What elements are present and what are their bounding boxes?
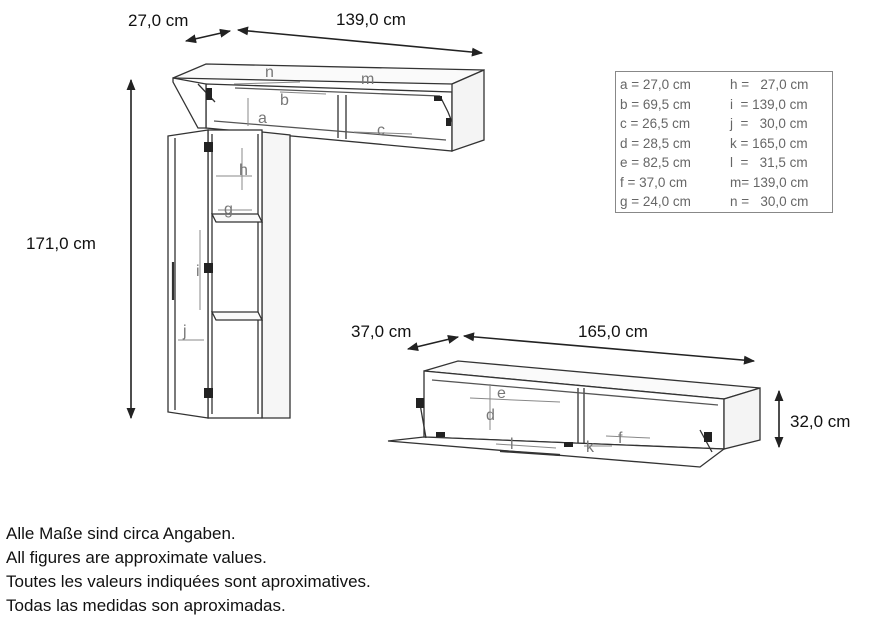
letter-e: e	[497, 385, 506, 402]
letter-i: i	[196, 263, 200, 280]
legend-cell: h = 27,0 cm	[730, 77, 809, 92]
note-fr: Toutes les valeurs indiquées sont aproxi…	[6, 572, 371, 591]
note-de: Alle Maße sind circa Angaben.	[6, 524, 236, 543]
legend-cell: e = 82,5 cm	[620, 155, 691, 170]
letter-l: l	[510, 436, 514, 453]
legend-cell: b = 69,5 cm	[620, 96, 691, 112]
legend-cell: a = 27,0 cm	[620, 77, 691, 92]
legend-cell: d = 28,5 cm	[620, 135, 691, 151]
bottom-width-label: 165,0 cm	[578, 322, 648, 341]
tall-cabinet-drawing	[167, 129, 291, 419]
legend-cell: k = 165,0 cm	[730, 135, 808, 151]
legend-cell: f = 37,0 cm	[620, 174, 688, 190]
legend-row: b = 69,5 cm i = 139,0 cm	[620, 95, 808, 115]
letter-h: h	[239, 162, 248, 179]
letter-n: n	[265, 64, 274, 81]
dimension-letters: n m b a c h g i j e d l k f	[182, 64, 623, 456]
tv-board-drawing	[387, 360, 761, 468]
legend-cell: n = 30,0 cm	[730, 194, 809, 209]
legend-row: g = 24,0 cm n = 30,0 cm	[620, 192, 808, 212]
bottom-depth-label: 37,0 cm	[351, 322, 411, 341]
letter-g: g	[224, 201, 233, 218]
note-es: Todas las medidas son aproximadas.	[6, 596, 286, 615]
letter-k: k	[586, 439, 595, 456]
letter-f: f	[618, 430, 623, 447]
legend-cell: m= 139,0 cm	[730, 174, 809, 190]
letter-d: d	[486, 407, 495, 424]
total-height-label: 171,0 cm	[26, 234, 96, 253]
wall-shelf-drawing	[172, 63, 485, 152]
letter-c: c	[377, 122, 385, 139]
legend-cell: i = 139,0 cm	[730, 96, 808, 112]
hinge-icons-bottom	[416, 398, 712, 447]
outer-dimension-arrows	[126, 26, 784, 449]
legend-row: a = 27,0 cm h = 27,0 cm	[620, 75, 808, 95]
legend-cell: l = 31,5 cm	[730, 155, 808, 170]
letter-j: j	[182, 323, 187, 340]
top-width-label: 139,0 cm	[336, 10, 406, 29]
inner-dimension-lines	[178, 81, 651, 449]
legend-cell: j = 30,0 cm	[730, 116, 808, 131]
note-en: All figures are approximate values.	[6, 548, 267, 567]
letter-a: a	[258, 110, 267, 127]
legend-row: c = 26,5 cm j = 30,0 cm	[620, 114, 808, 134]
legend-table: a = 27,0 cm h = 27,0 cm b = 69,5 cm i = 139…	[620, 75, 808, 212]
top-depth-label: 27,0 cm	[128, 11, 188, 30]
legend-cell: g = 24,0 cm	[620, 194, 691, 209]
hinge-icons-top	[206, 88, 451, 126]
legend-row: d = 28,5 cm k = 165,0 cm	[620, 134, 808, 154]
letter-m: m	[361, 71, 374, 88]
disclaimer-notes: Alle Maße sind circa Angaben. All figure…	[6, 522, 371, 618]
legend-row: f = 37,0 cm m= 139,0 cm	[620, 173, 808, 193]
dimension-legend: a = 27,0 cm h = 27,0 cm b = 69,5 cm i = 139…	[615, 71, 833, 213]
bottom-height-label: 32,0 cm	[790, 412, 850, 431]
hinge-icons-tall	[204, 142, 213, 398]
legend-row: e = 82,5 cm l = 31,5 cm	[620, 153, 808, 173]
letter-b: b	[280, 92, 289, 109]
legend-cell: c = 26,5 cm	[620, 116, 691, 131]
